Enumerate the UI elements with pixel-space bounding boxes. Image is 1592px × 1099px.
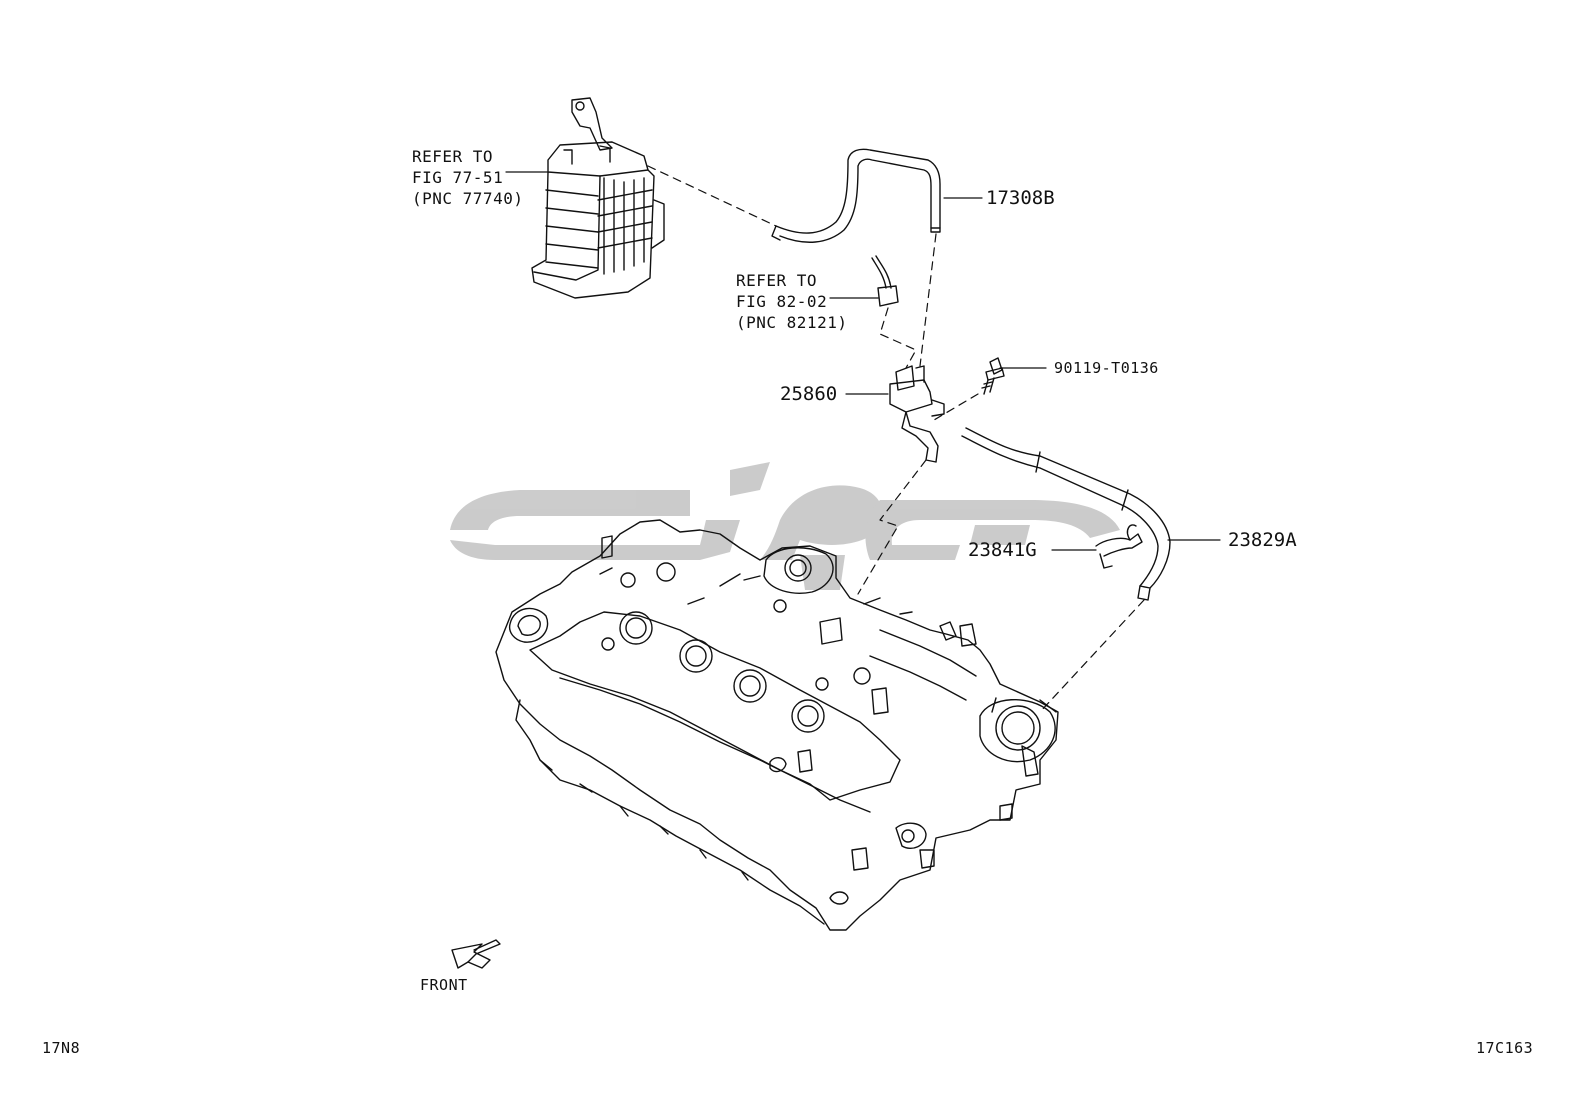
engine-cylinder-head bbox=[495, 519, 1059, 931]
part-number-vsv[interactable]: 25860 bbox=[780, 383, 838, 405]
hose-clamp bbox=[1095, 524, 1143, 569]
front-arrow-icon bbox=[451, 939, 501, 969]
sensor-ref-line3: (PNC 82121) bbox=[736, 313, 848, 332]
hose-23829a bbox=[961, 427, 1171, 601]
hose-17308b bbox=[771, 148, 941, 243]
part-number-hose-lower[interactable]: 23829A bbox=[1228, 529, 1297, 551]
front-label: FRONT bbox=[420, 976, 468, 994]
sensor-ref-line1: REFER TO bbox=[736, 271, 818, 290]
vsv-valve bbox=[889, 365, 945, 463]
sensor-connector bbox=[871, 255, 899, 307]
part-number-bolt[interactable]: 90119-T0136 bbox=[1054, 359, 1159, 377]
part-number-hose-upper[interactable]: 17308B bbox=[986, 187, 1055, 209]
footer-left-code: 17N8 bbox=[42, 1039, 81, 1057]
leader-lines bbox=[505, 171, 1221, 551]
canister-ref-line2: FIG 77-51 bbox=[412, 168, 504, 187]
bolt bbox=[981, 357, 1005, 395]
connection-lines bbox=[647, 165, 1145, 713]
canister-reference-label: REFER TO FIG 77-51 (PNC 77740) bbox=[412, 146, 523, 209]
watermark-logo bbox=[450, 462, 1120, 590]
canister-ref-line1: REFER TO bbox=[412, 147, 494, 166]
charcoal-canister bbox=[531, 97, 665, 299]
footer-right-code: 17C163 bbox=[1476, 1039, 1534, 1057]
canister-ref-line3: (PNC 77740) bbox=[412, 189, 524, 208]
part-number-clamp[interactable]: 23841G bbox=[968, 539, 1037, 561]
sensor-ref-line2: FIG 82-02 bbox=[736, 292, 828, 311]
sensor-reference-label: REFER TO FIG 82-02 (PNC 82121) bbox=[736, 270, 847, 333]
